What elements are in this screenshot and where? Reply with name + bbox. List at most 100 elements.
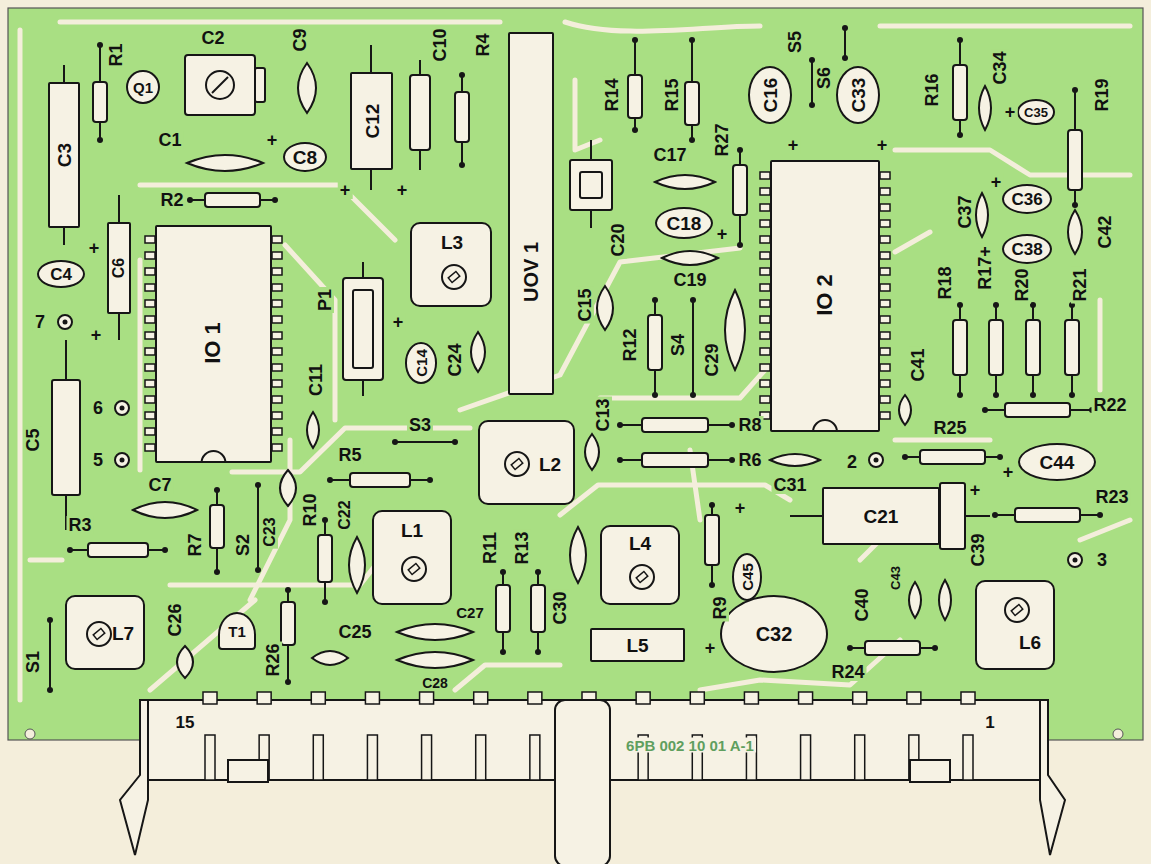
capacitor-symbol <box>187 155 263 171</box>
ic-pin <box>145 348 155 355</box>
resistor-symbol <box>1026 302 1040 398</box>
copper-gap <box>150 600 255 690</box>
ic-pin <box>272 332 282 339</box>
part-label: C11 <box>307 362 325 398</box>
lead <box>118 195 120 222</box>
part-label: R4 <box>474 31 492 58</box>
coil-core <box>975 580 1055 670</box>
part-label: C19 <box>671 271 708 289</box>
coil-core-ring <box>630 565 654 589</box>
connector-pin-tab <box>365 692 379 704</box>
copper-gap <box>138 260 143 470</box>
ic-pin <box>145 412 155 419</box>
part-designator: C32 <box>756 624 793 644</box>
connector-pin-slot <box>422 735 432 780</box>
capacitor-symbol <box>349 537 365 593</box>
resistor-symbol <box>847 641 938 655</box>
resistors <box>67 37 1103 685</box>
ic-pin <box>760 364 770 371</box>
copper-gap <box>250 440 290 600</box>
resistor-symbol <box>67 543 168 557</box>
part-designator: C35 <box>1024 106 1048 119</box>
resistor-symbol <box>318 517 332 605</box>
resistor-symbol <box>455 72 469 168</box>
part-label: R5 <box>336 446 363 464</box>
ic-outline: IO 2 <box>770 160 880 432</box>
resistor-symbol <box>1065 302 1079 398</box>
lead <box>362 380 364 396</box>
part-label: R22 <box>1091 396 1128 414</box>
capacitor-body: C12 <box>350 72 393 170</box>
part-label: C37 <box>956 193 974 230</box>
capacitor-body <box>570 160 612 210</box>
capacitor-body <box>410 75 430 150</box>
coil-core-slot <box>1011 604 1023 615</box>
connector-pin-slot <box>855 735 865 780</box>
lead <box>370 170 372 190</box>
part-label: R15 <box>663 76 681 113</box>
ic-pin <box>272 412 282 419</box>
connector-pin-tab <box>799 692 813 704</box>
polarity-mark: + <box>703 639 718 657</box>
connector-pin-tab <box>474 692 488 704</box>
coil-core-ring <box>402 557 426 581</box>
coil-core-slot <box>93 628 105 639</box>
coil-outline: L2 <box>478 420 575 505</box>
lead <box>118 314 120 340</box>
ic-pin <box>760 316 770 323</box>
part-label: R25 <box>931 419 968 437</box>
resistor-symbol <box>93 42 107 143</box>
resistor-symbol <box>705 502 719 588</box>
ic-notch-arc <box>813 420 837 432</box>
ic-pin <box>145 236 155 243</box>
capacitor-symbol <box>909 582 921 618</box>
polarity-mark: + <box>265 131 280 149</box>
connector-pin-slot <box>205 735 215 780</box>
part-label: R1 <box>107 41 125 68</box>
connector-pin-tab <box>528 692 542 704</box>
copper-gap <box>895 232 930 252</box>
jumper-label: S6 <box>815 65 833 91</box>
part-label: C29 <box>703 341 721 378</box>
coil-core-ring <box>87 622 111 646</box>
ic-pin <box>760 300 770 307</box>
part-label: R20 <box>1013 266 1031 303</box>
part-label: R8 <box>736 416 763 434</box>
part-designator: T1 <box>228 624 246 639</box>
part-designator: L7 <box>112 624 134 643</box>
ic-pin <box>880 348 890 355</box>
test-point-number: 7 <box>33 313 47 331</box>
ic-pin <box>760 220 770 227</box>
test-point <box>115 401 129 415</box>
mounting-hole <box>1113 729 1123 739</box>
ic-pin <box>145 316 155 323</box>
copper-gap <box>455 665 560 690</box>
part-label: P1 <box>316 287 334 313</box>
part-designator: L4 <box>629 534 651 553</box>
ic-pin <box>272 268 282 275</box>
part-label: R24 <box>829 663 866 681</box>
part-label: R23 <box>1093 488 1130 506</box>
ic-pin <box>272 428 282 435</box>
part-label: C43 <box>889 564 902 592</box>
lead <box>370 45 372 72</box>
capacitor-symbol <box>298 63 316 113</box>
ic-pin <box>880 188 890 195</box>
part-label: C27 <box>454 605 486 620</box>
polarity-mark: + <box>1001 463 1016 481</box>
part-label: C2 <box>199 29 226 47</box>
resistor-symbol <box>210 487 224 575</box>
connector-pin-slot <box>476 735 486 780</box>
resistor-symbol <box>496 569 510 655</box>
part-label: C30 <box>551 589 569 626</box>
part-designator: C4 <box>50 266 72 283</box>
capacitor-symbol <box>133 502 197 518</box>
ic-notch-arc <box>202 451 226 463</box>
part-label: C9 <box>291 26 309 53</box>
capacitor-symbol <box>899 395 911 425</box>
capacitor-body: C3 <box>48 82 80 228</box>
jumper-wire <box>842 25 848 61</box>
part-label: C31 <box>771 476 808 494</box>
copper-gap <box>285 245 335 420</box>
board-marking: 6PB 002 10 01 A-1 <box>624 738 756 753</box>
